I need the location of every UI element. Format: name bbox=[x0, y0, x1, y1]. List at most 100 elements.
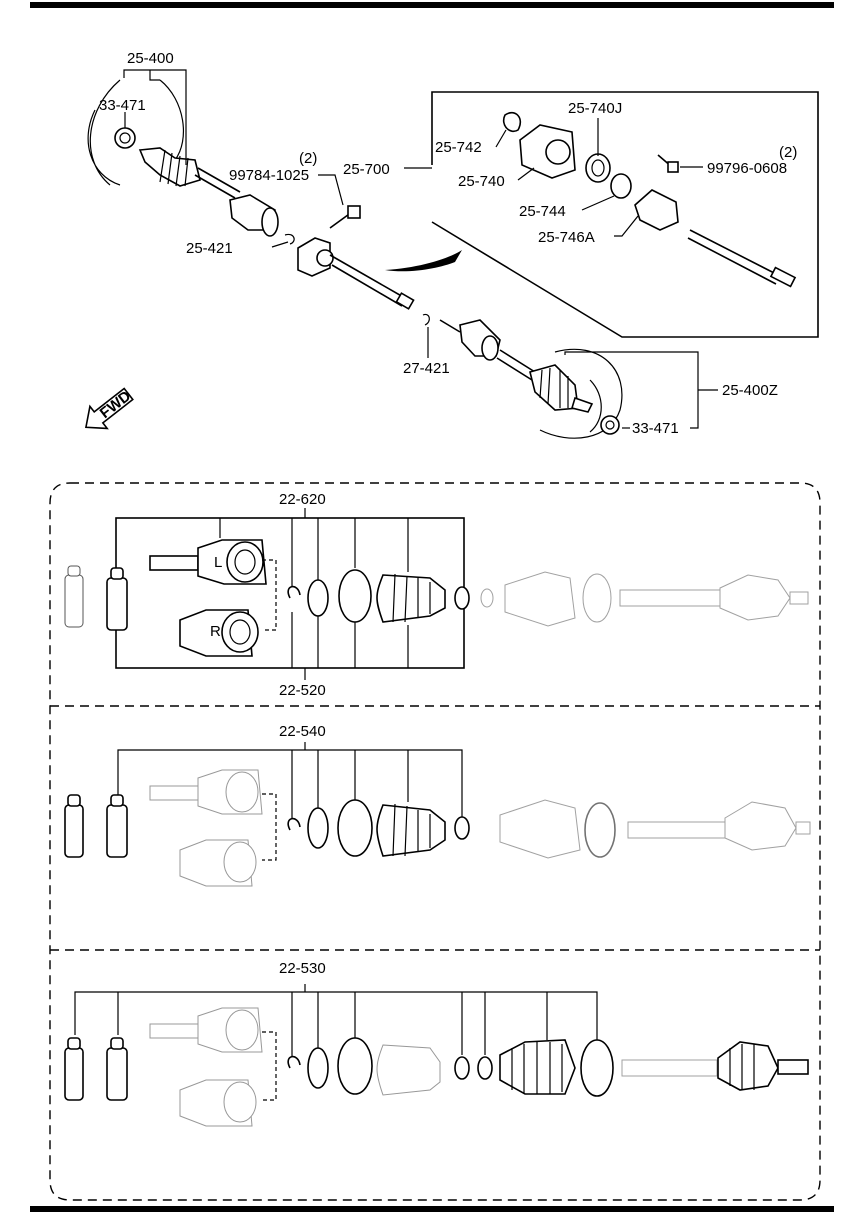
leader-25-400 bbox=[123, 69, 187, 165]
leader-bolt bbox=[318, 174, 344, 206]
leader-25-400b bbox=[149, 70, 160, 81]
kit-3-ghost-boot bbox=[376, 1044, 441, 1096]
fwd-arrow-shape bbox=[84, 387, 134, 430]
kit-2-grease-1-cap bbox=[67, 794, 81, 807]
kit-shaft-2 bbox=[687, 237, 777, 285]
kit-2-joint-l-cup bbox=[225, 771, 259, 813]
kit-3-ghost-shaft bbox=[621, 1059, 718, 1077]
kit-2-clip bbox=[287, 817, 301, 831]
label-25-746a: 25-746A bbox=[538, 229, 595, 246]
kit-1-grease-2-cap bbox=[110, 567, 124, 580]
right-inner-cup bbox=[481, 335, 499, 361]
kit-3-grease-1-cap bbox=[67, 1037, 81, 1050]
kit-1-clip bbox=[287, 585, 301, 599]
kit-1-bottom-label: 22-520 bbox=[279, 682, 326, 699]
kit-1-ghost-ring bbox=[480, 588, 494, 608]
kit-3-bracket bbox=[262, 1031, 277, 1101]
kit-1-band bbox=[338, 569, 372, 623]
kit-2-bracket bbox=[262, 793, 277, 861]
kit-2: 22-540 bbox=[64, 723, 811, 887]
right-clip bbox=[422, 313, 430, 326]
label-99784-1025: 99784-1025 bbox=[229, 167, 309, 184]
kit-2-top-label: 22-540 bbox=[279, 723, 326, 740]
kit-panels: L R 22-620 22-520 bbox=[49, 482, 821, 1201]
kit-1-ghost-shaft-body bbox=[619, 589, 721, 607]
kit-2-boot bbox=[376, 804, 446, 857]
kit-2-grease-1 bbox=[64, 804, 84, 858]
right-boot-ribs bbox=[539, 367, 569, 408]
left-inner-cup bbox=[261, 207, 279, 237]
intermediate-spline bbox=[395, 292, 415, 310]
kit-2-grease-2-cap bbox=[110, 794, 124, 807]
kit-3-joint-l-spline bbox=[149, 1023, 199, 1039]
left-hub-outline bbox=[87, 79, 121, 186]
kit-2-bracket-top bbox=[117, 749, 463, 818]
kit-3-outer-stub bbox=[777, 1059, 809, 1075]
kit-1-joint-l-bore bbox=[234, 549, 256, 575]
left-shaft-2 bbox=[197, 167, 241, 193]
right-seal-part bbox=[600, 415, 620, 435]
bracket-a-part bbox=[634, 189, 679, 231]
label-bolt-qty: (2) bbox=[299, 150, 317, 167]
leader-25-421 bbox=[271, 241, 289, 248]
left-shaft-1 bbox=[194, 174, 236, 199]
kit-1-grease-1-cap bbox=[67, 565, 81, 577]
right-seal-inner bbox=[605, 420, 615, 430]
kit-3-ghost-shaft-body bbox=[621, 1059, 718, 1077]
kit-2-band bbox=[337, 799, 373, 857]
kit-1-ghost-outer bbox=[719, 574, 791, 621]
label-25-742: 25-742 bbox=[435, 139, 482, 156]
intermediate-shaft-1 bbox=[329, 254, 406, 299]
left-clip bbox=[284, 233, 295, 245]
kit-1-ghost-band bbox=[582, 573, 612, 623]
label-33-471-right: 33-471 bbox=[632, 420, 679, 437]
label-25-740: 25-740 bbox=[458, 173, 505, 190]
intermediate-kit-box bbox=[431, 91, 819, 338]
kit-1-boot-ribs bbox=[392, 573, 431, 623]
kit-1-small-band bbox=[454, 586, 470, 610]
kit-2-ghost-shaft bbox=[499, 799, 811, 859]
label-27-421: 27-421 bbox=[403, 360, 450, 377]
right-stub bbox=[439, 319, 461, 333]
leader-25-742 bbox=[495, 129, 507, 148]
top-rule bbox=[30, 2, 834, 8]
kit-3-band bbox=[337, 1037, 373, 1095]
kit-2-grease-2 bbox=[106, 804, 128, 858]
fwd-arrow: FWD bbox=[84, 387, 135, 430]
kit-1-grease-1 bbox=[64, 574, 84, 628]
left-boot-ribs bbox=[159, 149, 189, 187]
kit-3-small-band-1 bbox=[454, 1056, 470, 1080]
kit-1-ring bbox=[307, 579, 329, 617]
kit-3-grease-2-cap bbox=[110, 1037, 124, 1050]
kit-3-ring bbox=[307, 1047, 329, 1089]
kit-3-small-band-2 bbox=[477, 1056, 493, 1080]
kit-1-joint-l-mark: L bbox=[214, 554, 222, 571]
right-outer-joint bbox=[529, 364, 579, 411]
kit-2-ring bbox=[307, 807, 329, 849]
kit-3-bracket-top bbox=[74, 991, 598, 1040]
kit-spline bbox=[769, 266, 797, 288]
intermediate-bracket bbox=[297, 237, 331, 277]
kit-1-top-label: 22-620 bbox=[279, 491, 326, 508]
kit-1-grease-2 bbox=[106, 577, 128, 631]
bearing-part bbox=[585, 153, 611, 183]
fwd-label: FWD bbox=[97, 387, 135, 422]
kit-2-ghost-boot bbox=[499, 799, 581, 859]
kit-1-joint-r-mark: R bbox=[210, 623, 221, 640]
kit-2-joint-r-cup bbox=[223, 841, 257, 883]
kit-3-clip bbox=[287, 1055, 301, 1069]
leader-25-740 bbox=[517, 167, 535, 181]
snap-ring-part bbox=[610, 173, 632, 199]
direction-arrow bbox=[385, 250, 462, 272]
right-stub-spline bbox=[570, 396, 594, 413]
intermediate-shaft-2 bbox=[331, 264, 403, 307]
kit-2-boot-ribs bbox=[392, 803, 431, 857]
top-diagram: FWD 25-400 33-471 (2) 99784-1025 25-700 … bbox=[84, 50, 819, 439]
bearing-inner bbox=[591, 159, 605, 177]
kit-3-ghost-joints bbox=[149, 1007, 441, 1127]
left-hub-outline-2 bbox=[159, 79, 184, 161]
kit-2-ghost-stub bbox=[795, 821, 811, 835]
kit-1-joint-l-spline bbox=[149, 555, 199, 571]
kit-2-ghost-shaft-body bbox=[627, 821, 729, 839]
bearing-seal-part bbox=[502, 111, 522, 133]
